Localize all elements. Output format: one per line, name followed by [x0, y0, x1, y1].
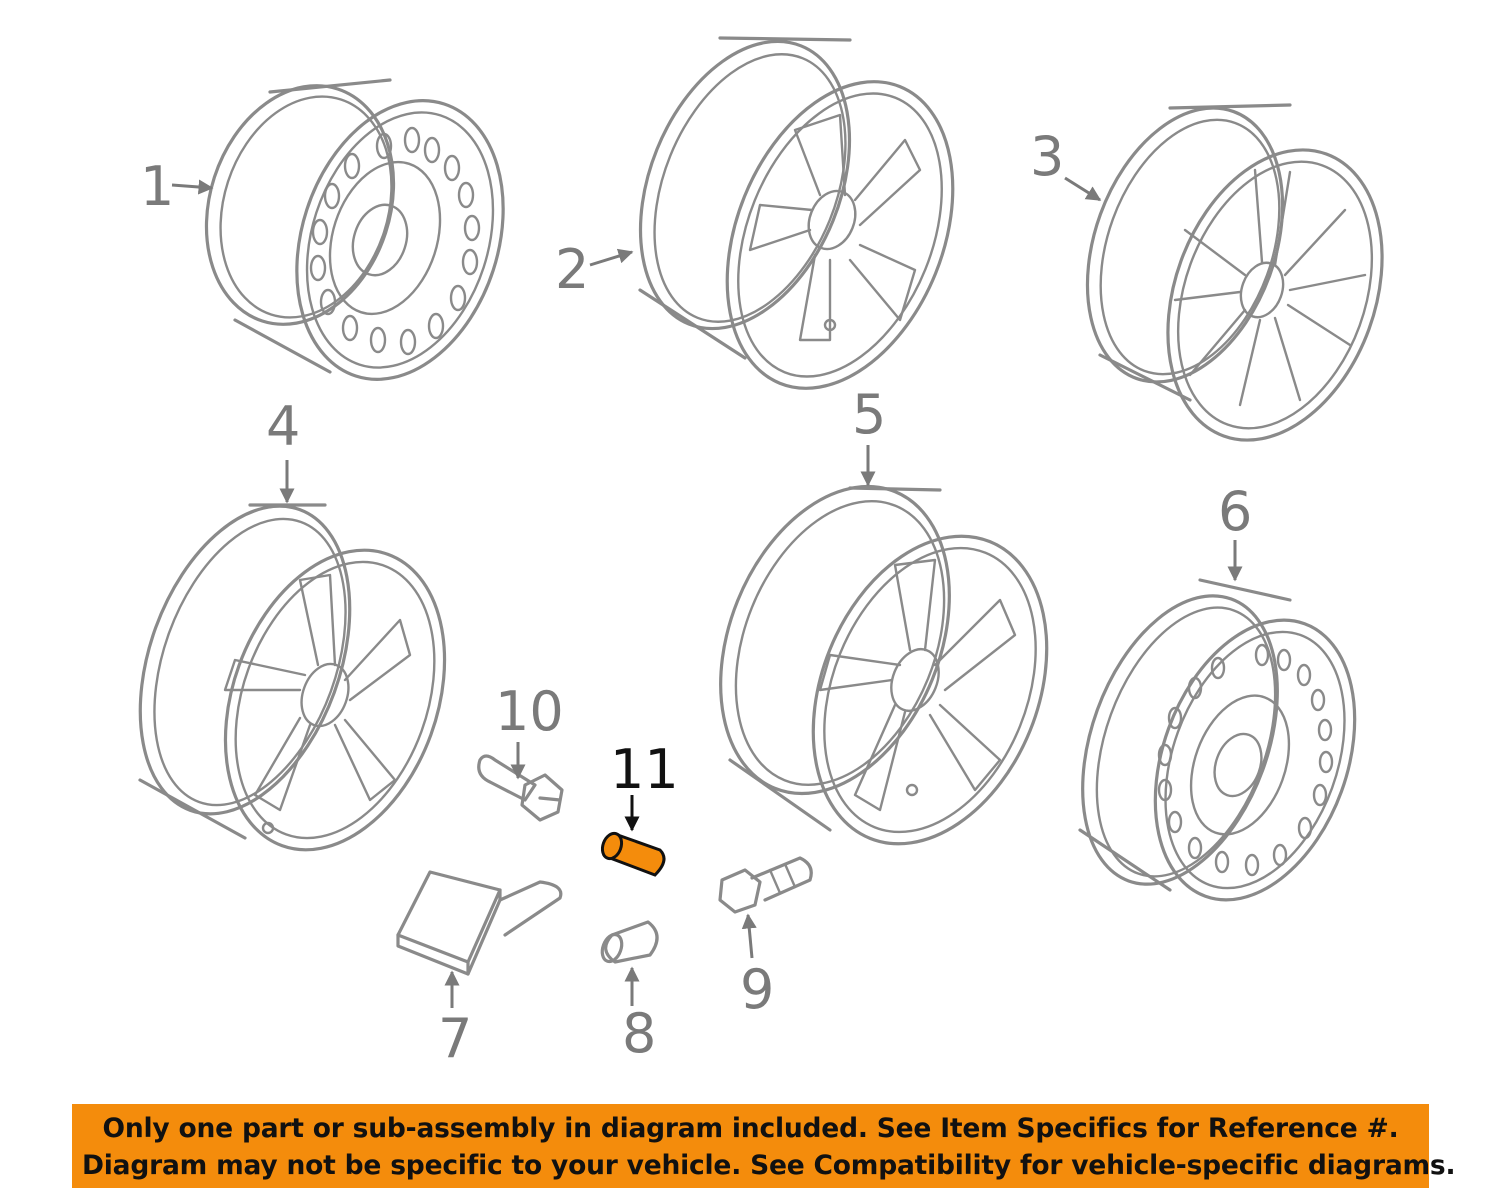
callout-1: 1	[140, 155, 174, 218]
parts-diagram: 1 2 3 4 5 6 7 8 9 10 11	[138, 36, 1384, 1070]
valve-cap-8	[600, 920, 659, 964]
callout-9: 9	[740, 958, 774, 1021]
callout-8: 8	[622, 1002, 656, 1065]
callout-2: 2	[555, 238, 589, 301]
alloy-wheel-5	[719, 484, 1049, 846]
leader-lines	[171, 176, 1243, 1008]
steel-wheel-6	[1078, 578, 1357, 902]
alloy-wheel-2	[638, 36, 955, 390]
callout-6: 6	[1218, 480, 1252, 543]
callout-5: 5	[852, 383, 886, 446]
steel-wheel-1	[204, 78, 505, 381]
sleeve-11-highlighted	[600, 831, 666, 877]
callout-10: 10	[495, 680, 564, 743]
callout-11: 11	[610, 738, 679, 801]
disclaimer-line-2: Diagram may not be specific to your vehi…	[82, 1150, 1456, 1181]
valve-stem-10	[477, 754, 564, 822]
disclaimer-banner: Only one part or sub-assembly in diagram…	[72, 1104, 1456, 1188]
callout-7: 7	[438, 1007, 472, 1070]
tpms-sensor-7	[396, 870, 563, 976]
callout-4: 4	[266, 395, 300, 458]
alloy-wheel-4	[138, 503, 447, 852]
callout-3: 3	[1030, 125, 1064, 188]
disclaimer-line-1: Only one part or sub-assembly in diagram…	[102, 1113, 1399, 1144]
alloy-wheel-3	[1085, 103, 1384, 442]
lug-bolt-9	[718, 856, 813, 914]
